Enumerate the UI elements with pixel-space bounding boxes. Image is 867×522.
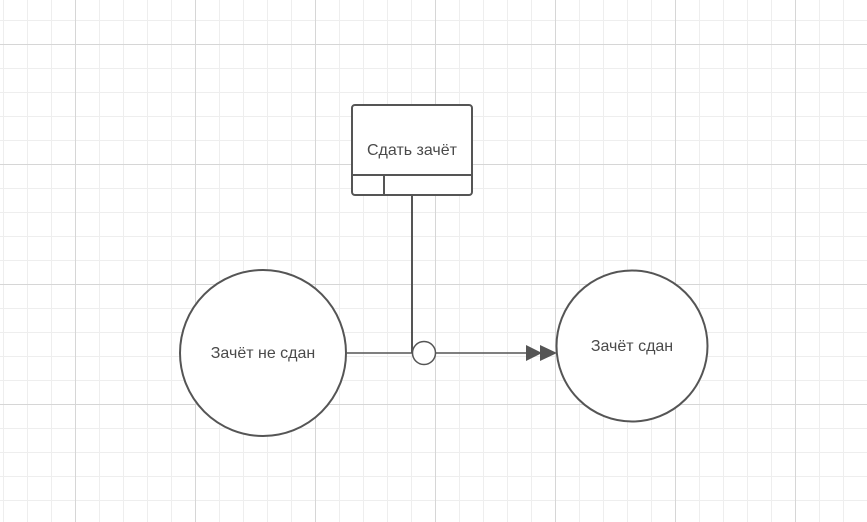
state-not-passed-label: Зачёт не сдан <box>211 345 315 362</box>
arrowhead-first-icon <box>526 345 542 361</box>
state-passed[interactable]: Зачёт сдан <box>555 269 709 423</box>
state-not-passed[interactable]: Зачёт не сдан <box>179 269 347 437</box>
process-box[interactable]: Сдать зачёт <box>351 104 473 196</box>
state-passed-circle <box>555 269 709 423</box>
state-not-passed-circle <box>179 269 347 437</box>
state-passed-label: Зачёт сдан <box>591 338 673 355</box>
process-box-label: Сдать зачёт <box>367 142 458 159</box>
arrowhead-second-icon <box>540 345 557 361</box>
junction-node[interactable] <box>411 340 437 366</box>
process-box-divider <box>352 165 473 176</box>
process-box-outline <box>351 104 473 196</box>
